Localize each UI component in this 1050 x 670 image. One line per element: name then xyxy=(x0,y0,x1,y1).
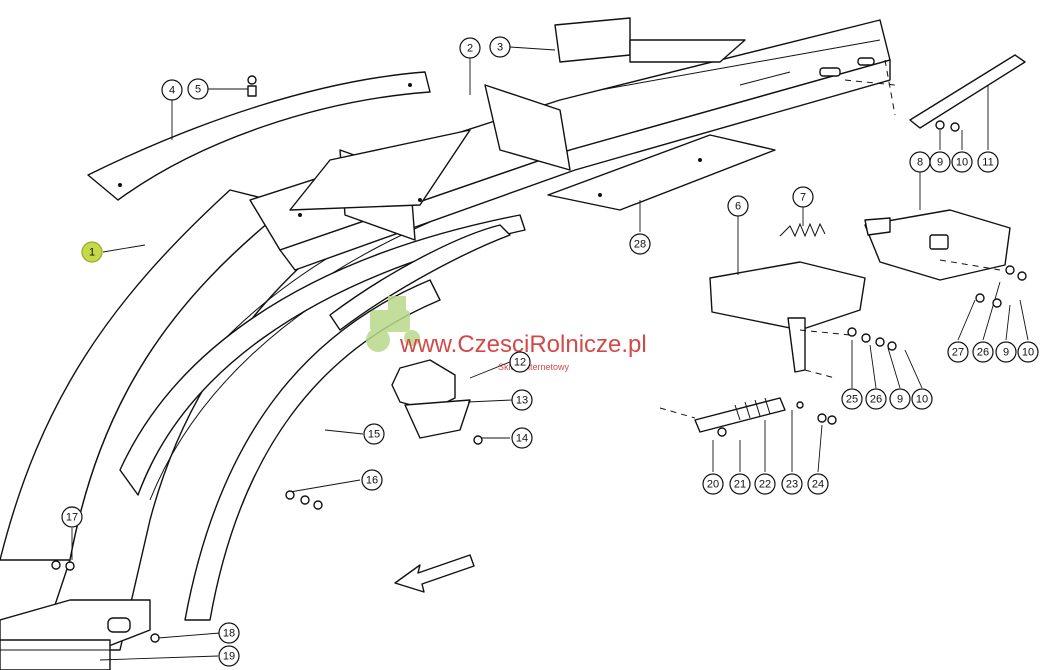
spring-7 xyxy=(779,222,826,238)
callout-label: 25 xyxy=(846,394,858,406)
callout-9: 9 xyxy=(929,151,951,173)
callout-10: 10 xyxy=(951,151,973,173)
callout-label: 9 xyxy=(937,157,943,169)
callout-22: 22 xyxy=(754,473,776,495)
callout-label: 16 xyxy=(366,475,378,487)
callout-label: 28 xyxy=(634,239,646,251)
callout-label: 9 xyxy=(897,394,903,406)
callout-23: 23 xyxy=(781,473,803,495)
callout-label: 27 xyxy=(952,347,964,359)
callout-label: 1 xyxy=(89,247,95,259)
cover-plate-4 xyxy=(87,71,431,201)
callout-10: 10 xyxy=(911,388,933,410)
callout-7: 7 xyxy=(792,186,814,208)
callout-2: 2 xyxy=(459,37,481,59)
callout-label: 10 xyxy=(1022,347,1034,359)
callout-12: 12 xyxy=(509,351,531,373)
callout-label: 22 xyxy=(759,479,771,491)
watermark-tagline: Sklep internetowy xyxy=(498,362,570,372)
cover-plate-28 xyxy=(547,134,776,211)
callout-label: 11 xyxy=(982,157,993,169)
callout-label: 4 xyxy=(169,85,175,97)
callout-label: 15 xyxy=(368,429,380,441)
callout-26: 26 xyxy=(972,341,994,363)
fender-15 xyxy=(184,279,441,621)
top-beam xyxy=(249,17,896,271)
callout-label: 12 xyxy=(514,357,526,369)
callout-6: 6 xyxy=(727,195,749,217)
shaft-22 xyxy=(659,397,786,433)
lamp-12 xyxy=(391,359,471,439)
callout-24: 24 xyxy=(807,473,829,495)
callout-20: 20 xyxy=(702,473,724,495)
hardware xyxy=(51,75,1027,643)
tie-rod-11 xyxy=(884,54,1026,129)
callout-label: 10 xyxy=(956,157,968,169)
callout-10: 10 xyxy=(1017,341,1039,363)
callout-3: 3 xyxy=(489,36,511,58)
callout-label: 20 xyxy=(707,479,719,491)
callout-label: 9 xyxy=(1003,347,1009,359)
callout-8: 8 xyxy=(909,151,931,173)
callout-label: 18 xyxy=(223,628,235,640)
callout-19: 19 xyxy=(218,645,240,667)
arrow-icon xyxy=(394,554,475,593)
callout-5: 5 xyxy=(187,78,209,100)
callout-label: 24 xyxy=(812,479,824,491)
callout-1: 1 xyxy=(81,241,103,263)
callout-21: 21 xyxy=(729,473,751,495)
callout-9: 9 xyxy=(889,388,911,410)
tractor-icon xyxy=(366,296,420,352)
callout-label: 6 xyxy=(735,201,741,213)
callout-label: 3 xyxy=(497,42,503,54)
callout-13: 13 xyxy=(511,389,533,411)
callout-15: 15 xyxy=(363,423,385,445)
callout-label: 5 xyxy=(195,84,201,96)
callout-label: 13 xyxy=(516,395,528,407)
callout-14: 14 xyxy=(511,427,533,449)
guard-8 xyxy=(864,209,1011,281)
callout-18: 18 xyxy=(218,622,240,644)
callout-28: 28 xyxy=(629,233,651,255)
callout-label: 21 xyxy=(734,479,746,491)
callout-label: 26 xyxy=(977,347,989,359)
callout-label: 19 xyxy=(223,651,235,663)
callout-11: 11 xyxy=(977,151,999,173)
leader-lines xyxy=(71,46,1029,661)
callout-16: 16 xyxy=(361,469,383,491)
guard-6 xyxy=(709,261,866,379)
callout-26: 26 xyxy=(865,388,887,410)
callout-label: 23 xyxy=(786,479,798,491)
callout-17: 17 xyxy=(61,506,83,528)
callout-label: 2 xyxy=(467,43,473,55)
callout-27: 27 xyxy=(947,341,969,363)
callout-label: 8 xyxy=(917,157,923,169)
callout-label: 17 xyxy=(66,512,78,524)
callout-label: 26 xyxy=(870,394,882,406)
callout-4: 4 xyxy=(161,79,183,101)
callout-label: 7 xyxy=(800,192,806,204)
callout-25: 25 xyxy=(841,388,863,410)
callout-label: 14 xyxy=(516,433,528,445)
callout-label: 10 xyxy=(916,394,928,406)
callout-9: 9 xyxy=(995,341,1017,363)
